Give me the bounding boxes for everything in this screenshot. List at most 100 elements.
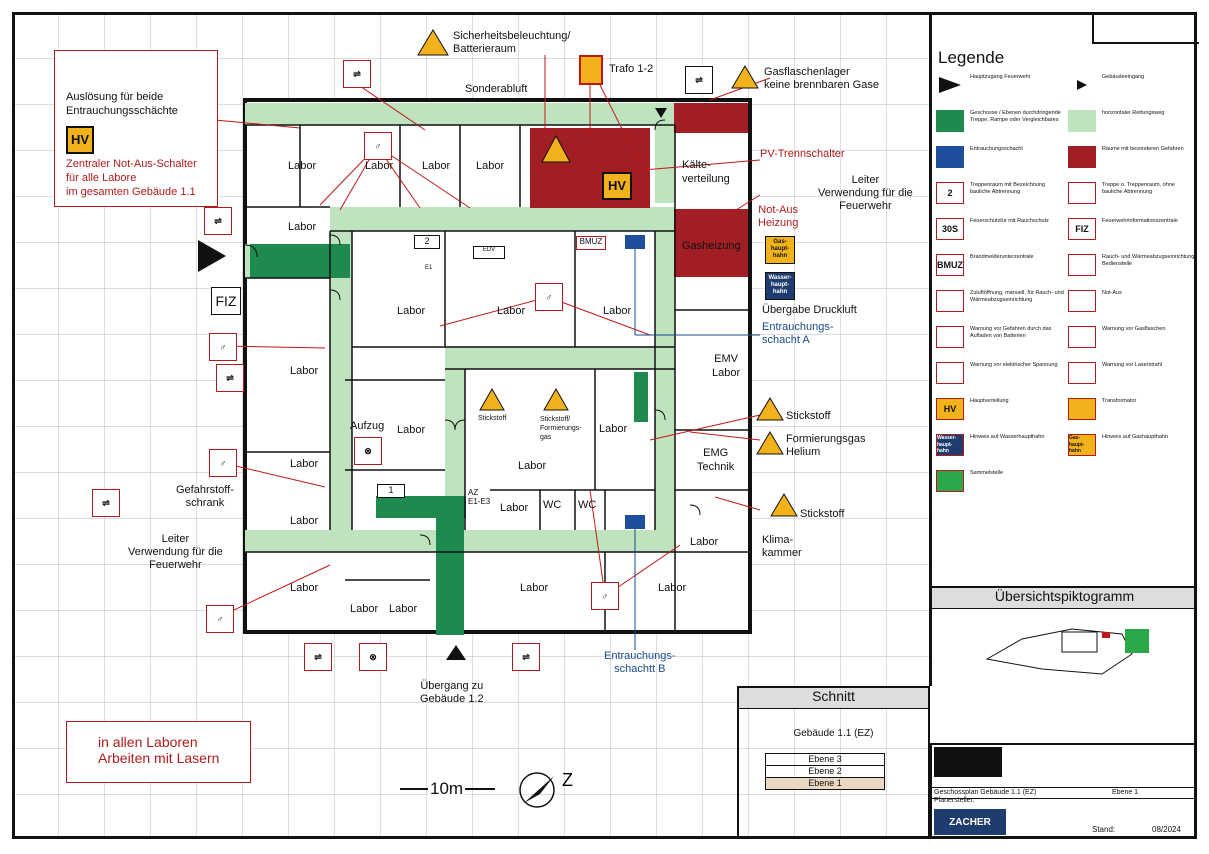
voltage-warning-icon (936, 362, 964, 384)
air-inlet-icon: ⇌ (204, 207, 232, 235)
room-labor-11: Labor (290, 458, 319, 470)
voltage-warning-icon (541, 134, 571, 163)
legend-item: horizontaler Rettungsweg (1068, 110, 1196, 132)
main-entrance-arrow (198, 240, 226, 272)
level-1: Ebene 1 (765, 777, 885, 790)
gas-cylinder-warning-icon (1068, 326, 1096, 348)
legend-item-label: Feuerwehrinformationszentrale (1102, 218, 1178, 224)
room-labor-1: Labor (288, 160, 317, 172)
room-stickstoff: Stickstoff (478, 415, 507, 422)
gas-cylinder-warning-icon (479, 387, 505, 411)
legend-item: Hauptzugang Feuerwehr (936, 74, 1064, 96)
sicherheit-label: Sicherheitsbeleuchtung/Batterieraum (453, 30, 571, 55)
legend-item: FIZ Feuerwehrinformationszentrale (1068, 218, 1196, 240)
legend-item-label: Räume mit besonderen Gefahren (1102, 146, 1184, 152)
hv-icon: HV (936, 398, 964, 420)
room-labor-3: Labor (422, 160, 451, 172)
air-inlet-icon: ⇌ (512, 643, 540, 671)
entrance-arrow-bottom (446, 645, 466, 660)
door-arcs (244, 119, 701, 546)
planersteller-label: Planersteller: (934, 797, 975, 804)
site-overview-map (985, 628, 1149, 675)
klima-label: Klima-kammer (762, 534, 802, 559)
smoke-vent-icon: ⊗ (359, 643, 387, 671)
floor-plan (198, 55, 771, 660)
gas-cylinder-warning-icon (731, 65, 759, 89)
gas-valve-icon: Gas-haupt-hahn (1068, 434, 1096, 456)
hv-icon: HV (66, 126, 94, 154)
section-building: Gebäude 1.1 (EZ) (793, 728, 874, 739)
assembly-point-icon (936, 470, 964, 492)
room-labor-5: Labor (288, 221, 317, 233)
legend-item: Warnung vor Gasflaschen (1068, 326, 1196, 348)
bmuz-tag: BMUZ (576, 236, 606, 250)
battery-warning-icon (417, 29, 449, 56)
room-labor-6: Labor (397, 305, 426, 317)
fiz-icon: FIZ (1068, 218, 1096, 240)
gas-cylinder-warning-icon (770, 493, 798, 517)
sonderabluft-label: Sonderabluft (465, 83, 528, 95)
room-labor-19: Labor (520, 582, 549, 594)
legend-item-label: Hauptzugang Feuerwehr (970, 74, 1031, 80)
schacht-a-label: Entrauchungs-schacht A (762, 321, 834, 346)
overview-title: Übersichtspiktogramm (932, 588, 1197, 609)
emergency-stop-icon (1068, 290, 1096, 312)
emergency-stop-icon: ♂ (535, 283, 563, 311)
edv-tag: EDV (473, 246, 505, 259)
gas-cylinder-warning-icon (543, 387, 569, 411)
room-labor-12: Labor (290, 515, 319, 527)
legend-item: Entrauchungsschacht (936, 146, 1064, 168)
room-labor-8: Labor (603, 305, 632, 317)
room-labor-21: Labor (690, 536, 719, 548)
gas-valve-sign: Gas-haupt-hahn (765, 236, 795, 264)
room-stickstoff-formier: Stickstoff/Formierungs-gas (540, 416, 582, 441)
air-inlet-icon (936, 290, 964, 312)
transformer-icon (579, 55, 603, 85)
legend-item-label: Zuluftöffnung, manuell, für Rauch- und W… (970, 290, 1064, 303)
schacht-b-label: Entrauchungs-schachtt B (604, 650, 676, 675)
stickstoff-1-label: Stickstoff (786, 410, 831, 422)
emergency-stop-icon: ♂ (209, 333, 237, 361)
emergency-stop-icon: ♂ (209, 449, 237, 477)
black-triangle-small (1068, 74, 1096, 96)
air-inlet-icon: ⇌ (343, 60, 371, 88)
company-logo: ZACHER (934, 809, 1006, 835)
room-labor-16: Labor (290, 582, 319, 594)
smoke-vent-icon: ⊗ (354, 437, 382, 465)
legend-item: Warnung vor Gefahren durch das Aufladen … (936, 326, 1064, 348)
emergency-stop-icon: ♂ (591, 582, 619, 610)
emergency-stop-icon: ♂ (364, 132, 392, 160)
druckluft-label: Übergabe Druckluft (762, 304, 857, 316)
legend-item-label: Not-Aus (1102, 290, 1122, 296)
legend-item: Transformator (1068, 398, 1196, 420)
gas-cylinder-warning-icon (756, 431, 784, 455)
svg-text:Z: Z (562, 770, 573, 790)
room-kaelte: Kälte-verteilung (682, 159, 730, 185)
room-gasheizung: Gasheizung (682, 240, 741, 252)
trafo-label: Trafo 1-2 (609, 63, 654, 75)
water-valve-sign: Wasser-haupt-hahn (765, 272, 795, 300)
stair-numbered-icon: 2 (936, 182, 964, 204)
blackout-block (934, 747, 1002, 777)
room-labor-17: Labor (350, 603, 379, 615)
legend-item: Warnung vor Laserstrahl (1068, 362, 1196, 384)
title-block: Geschossplan Gebäude 1.1 (EZ) Ebene 1 Pl… (929, 743, 1197, 839)
air-inlet-icon: ⇌ (685, 66, 713, 94)
stand-value: 08/2024 (1152, 825, 1181, 834)
legend-item: Sammelstelle (936, 470, 1064, 492)
drawing-frame (12, 12, 1197, 839)
legend-item: Gebäudeeingang (1068, 74, 1196, 96)
